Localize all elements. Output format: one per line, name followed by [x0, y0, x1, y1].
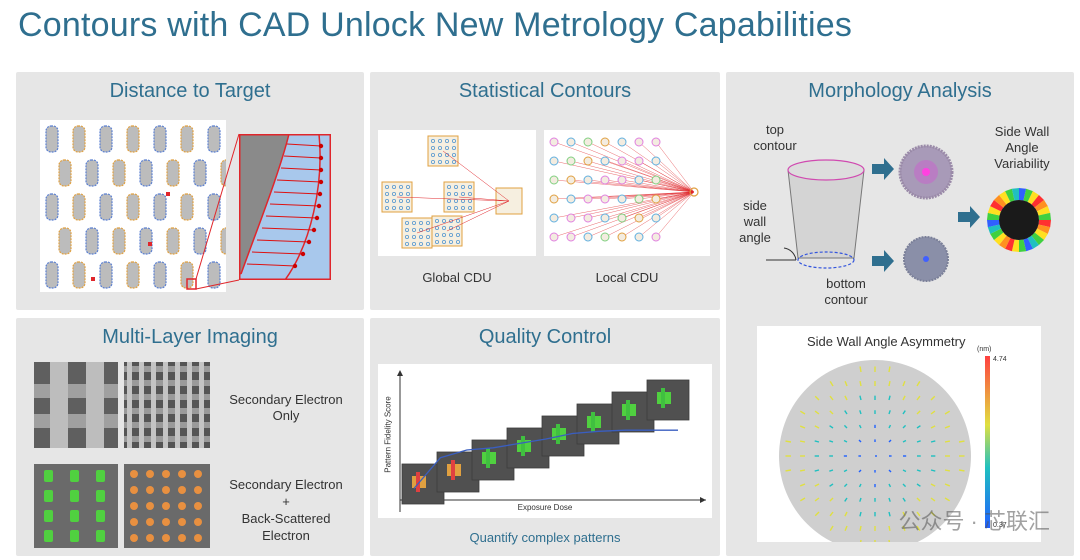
se-bse-label: Secondary Electron + Back-Scattered Elec…: [229, 477, 343, 543]
global-cdu-label: Global CDU: [422, 270, 492, 285]
quality-tile: [646, 379, 690, 421]
zoom-inset-image: [239, 134, 331, 280]
panel-multi-layer-imaging: Multi-Layer Imaging Secondary Electron O…: [16, 318, 364, 556]
colorbar-max: 4.74: [993, 356, 1007, 363]
panel-title: Statistical Contours: [458, 80, 632, 102]
local-cdu-image: [544, 130, 710, 256]
panel-title: Multi-Layer Imaging: [102, 326, 278, 348]
y-axis-label: Pattern Fidelity Score: [383, 396, 393, 473]
se-bse-image-2: [124, 464, 210, 548]
quality-chart: Pattern Fidelity Score Exposure Dose: [378, 364, 712, 518]
panel-title: Quality Control: [478, 326, 612, 348]
contour-pattern-image: [40, 120, 226, 292]
se-only-label: Secondary Electron Only: [229, 392, 343, 423]
local-cdu-label: Local CDU: [595, 270, 659, 285]
morphology-diagram: [766, 144, 1051, 282]
panel-title: Distance to Target: [109, 80, 271, 102]
quality-caption: Quantify complex patterns: [469, 530, 621, 545]
arrow-icon: [958, 206, 980, 228]
panel-quality-control: Quality Control Pattern Fidelity Score E…: [370, 318, 720, 556]
swa-asymmetry-title: Side Wall Angle Asymmetry: [807, 334, 966, 349]
arrow-icon: [872, 250, 894, 272]
panel-statistical-contours: Statistical Contours Global CDU Local CD…: [370, 72, 720, 310]
swa-variability-label: Side Wall Angle Variability: [994, 124, 1050, 171]
se-image-1: [34, 362, 118, 448]
bottom-contour-label: bottom contour: [824, 276, 868, 307]
colorbar-min: 0.37: [993, 522, 1007, 529]
page-title: Contours with CAD Unlock New Metrology C…: [18, 6, 853, 44]
se-image-2: [124, 362, 210, 448]
se-bse-image-1: [34, 464, 118, 548]
panel-distance-to-target: Distance to Target: [16, 72, 364, 310]
panel-title: Morphology Analysis: [808, 80, 992, 102]
x-axis-label: Exposure Dose: [517, 503, 573, 512]
swa-asymmetry-figure: Side Wall Angle Asymmetry (nm) 4.74 0.37: [757, 326, 1041, 542]
arrow-icon: [872, 158, 894, 180]
colorbar-unit: (nm): [977, 346, 992, 353]
panel-morphology-analysis: Morphology Analysis top contour side wal…: [726, 72, 1074, 556]
global-cdu-image: [378, 130, 536, 256]
top-contour-label: top contour: [753, 122, 797, 153]
watermark: 公众号 · 芯联汇: [898, 509, 1050, 534]
side-wall-angle-label: side wall angle: [739, 198, 771, 245]
